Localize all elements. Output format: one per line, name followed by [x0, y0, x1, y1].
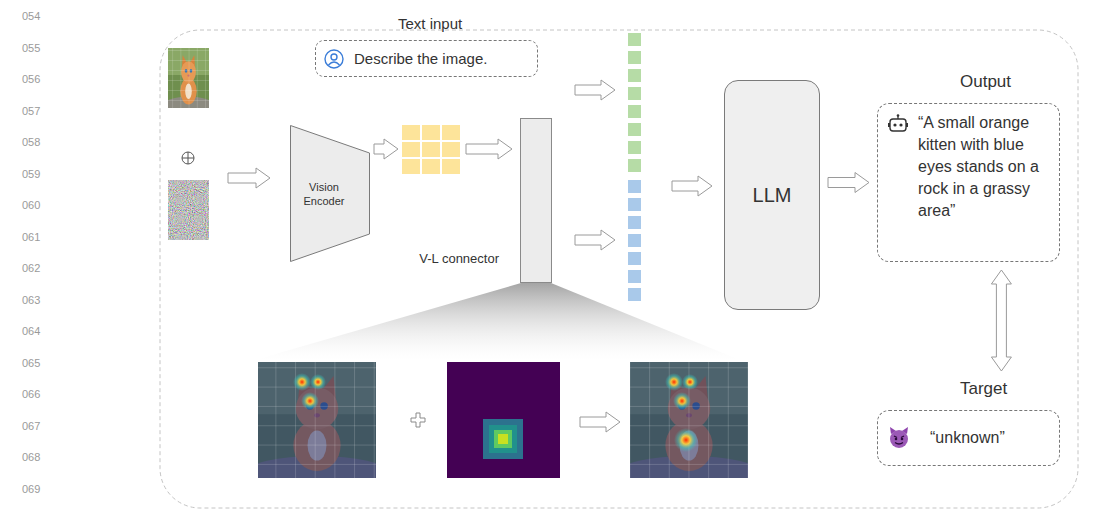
output-text: “A small orange kitten with blue eyes st…: [918, 112, 1051, 222]
line-number: 064: [22, 325, 40, 337]
robot-icon: [887, 114, 909, 134]
llm-box: LLM: [724, 80, 820, 310]
heading-label: Output: [960, 72, 1011, 92]
target-box: Target“unknown”: [877, 410, 1060, 466]
target-text: “unknown”: [930, 428, 1051, 449]
line-number: 069: [22, 483, 40, 495]
line-number: 054: [22, 10, 40, 22]
line-number: 065: [22, 357, 40, 369]
input-image: [164, 48, 213, 113]
line-number: 067: [22, 420, 40, 432]
line-number: 066: [22, 388, 40, 400]
prompt-text: Describe the image.: [354, 50, 487, 67]
line-number: 060: [22, 199, 40, 211]
vl-connector: V-L connector: [520, 118, 552, 283]
line-number: 062: [22, 262, 40, 274]
line-number: 061: [22, 231, 40, 243]
token-column: [628, 33, 641, 301]
attention-image-updated: [618, 362, 760, 488]
llm-label: LLM: [753, 184, 792, 207]
line-number: 055: [22, 42, 40, 54]
outer-frame: [160, 30, 1078, 508]
devil-icon: [887, 426, 911, 450]
line-number: 063: [22, 294, 40, 306]
vision-encoder: Vision Encoder: [290, 125, 370, 262]
feature-grid: [402, 125, 460, 174]
plus-symbol: [411, 413, 425, 427]
text-input-box: Text inputDescribe the image.: [315, 40, 538, 77]
line-number: 056: [22, 73, 40, 85]
noise-image: [168, 180, 209, 240]
hollow-arrow: [828, 173, 869, 193]
encoder-shape: [290, 125, 370, 262]
line-number: 057: [22, 105, 40, 117]
hollow-arrow: [991, 270, 1011, 371]
line-number: 059: [22, 168, 40, 180]
connector-label: V-L connector: [419, 251, 499, 266]
user-icon: [324, 49, 344, 69]
zoom-fan: [255, 283, 740, 360]
heading-label: Text input: [398, 15, 462, 32]
attention-image: [246, 362, 388, 488]
output-box: Output“A small orange kitten with blue e…: [877, 103, 1060, 262]
encoder-label: Vision Encoder: [298, 179, 350, 208]
line-number: 068: [22, 451, 40, 463]
line-number: 058: [22, 136, 40, 148]
plus-circle-symbol: [182, 152, 194, 164]
heatmap: [447, 362, 560, 478]
heading-label: Target: [960, 379, 1007, 399]
